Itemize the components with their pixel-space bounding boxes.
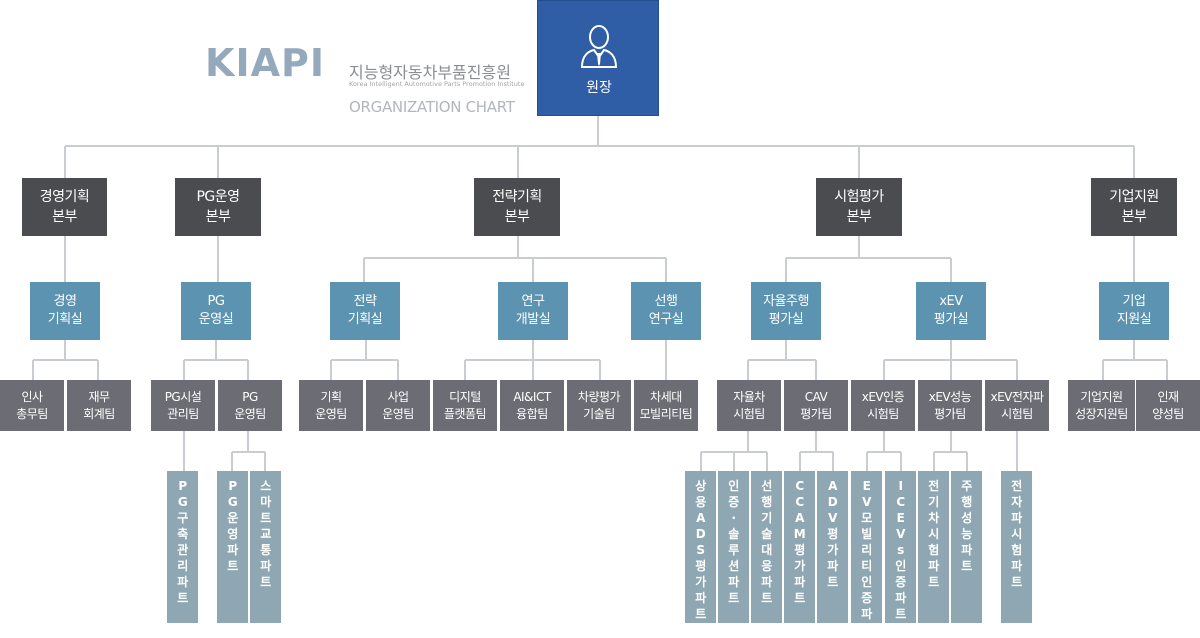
team-xev-certification: xEV인증 시험팀 [851, 380, 915, 431]
institute-name-en: Korea Intelligent Automotive Parts Promo… [349, 80, 525, 88]
office-strategy-planning: 전략 기획실 [330, 282, 400, 340]
team-xev-emc: xEV전자파 시험팀 [985, 380, 1049, 431]
kiapi-logo: KIAPI [205, 41, 325, 85]
part-commercial-ads: 상용ADS평가파트 [685, 471, 716, 623]
part-advanced-tech: 선행기술대응파트 [751, 471, 782, 623]
hq-management-planning: 경영기획 본부 [22, 178, 107, 236]
part-ccam-evaluation: CCAM평가파트 [784, 471, 815, 623]
team-pg-operation: PG 운영팀 [218, 380, 282, 431]
team-pg-facility: PG시설 관리팀 [151, 380, 215, 431]
team-planning-operation: 기획 운영팀 [299, 380, 363, 431]
part-certification-solution: 인증·솔루션파트 [718, 471, 749, 623]
part-pg-operation: PG운영파트 [217, 471, 248, 623]
team-xev-performance: xEV성능 평가팀 [918, 380, 982, 431]
office-pg-operation: PG 운영실 [181, 282, 251, 340]
team-talent-development: 인재 양성팀 [1136, 380, 1200, 431]
person-icon [580, 25, 618, 68]
team-business-operation: 사업 운영팀 [366, 380, 430, 431]
org-connector-lines [32, 116, 1168, 471]
hq-business-support: 기업지원 본부 [1091, 178, 1177, 236]
institute-name-ko: 지능형자동차부품진흥원 [349, 63, 511, 82]
part-smart-traffic: 스마트교통파트 [250, 471, 281, 623]
office-autonomous-driving: 자율주행 평가실 [751, 282, 821, 340]
office-advanced-research: 선행 연구실 [631, 282, 701, 340]
team-autonomous-test: 자율차 시험팀 [717, 380, 781, 431]
hq-test-evaluation: 시험평가 본부 [816, 178, 902, 236]
hq-strategy-planning: 전략기획 본부 [474, 178, 560, 236]
office-business-support: 기업 지원실 [1099, 282, 1169, 340]
director-box: 원장 [537, 0, 659, 116]
team-finance: 재무 회계팀 [67, 380, 131, 431]
part-ev-test: 전기차시험파트 [918, 471, 949, 623]
team-cav-evaluation: CAV 평가팀 [784, 380, 848, 431]
team-ai-ict: AI&ICT 융합팀 [500, 380, 564, 431]
chart-title: ORGANIZATION CHART [349, 98, 515, 116]
director-label: 원장 [586, 80, 612, 96]
team-digital-platform: 디지털 플랫폼팀 [433, 380, 497, 431]
part-emc-test: 전자파시험파트 [1001, 471, 1032, 623]
office-research-development: 연구 개발실 [498, 282, 568, 340]
team-hr-general: 인사 총무팀 [0, 380, 64, 431]
part-pg-construction: PG구축관리파트 [167, 471, 198, 623]
team-next-mobility: 차세대 모빌리티팀 [634, 380, 698, 431]
hq-pg-operation: PG운영 본부 [175, 178, 261, 236]
part-driving-performance: 주행성능파트 [951, 471, 982, 623]
team-business-growth: 기업지원 성장지원팀 [1068, 380, 1135, 431]
team-vehicle-evaluation: 차량평가 기술팀 [567, 380, 631, 431]
office-xev: xEV 평가실 [916, 282, 986, 340]
part-ev-mobility-cert: EV모빌리티인증파트 [851, 471, 882, 637]
office-management-planning: 경영 기획실 [30, 282, 100, 340]
part-adv-evaluation: ADV평가파트 [817, 471, 848, 623]
part-icevs-cert: ICEVs인증파트 [885, 471, 916, 623]
